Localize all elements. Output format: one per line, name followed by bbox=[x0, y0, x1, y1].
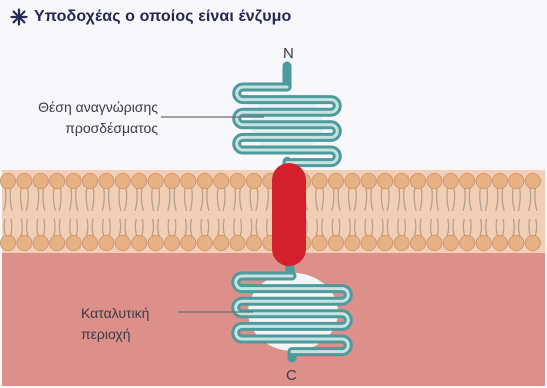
lipid-head bbox=[148, 173, 163, 188]
diagram-title: Υποδοχέας ο οποίος είναι ένζυμο bbox=[34, 8, 291, 26]
lipid-head bbox=[476, 173, 491, 188]
lipid-head bbox=[230, 235, 245, 250]
lipid-head bbox=[0, 235, 15, 250]
binding-site-label-line1: Θέση αναγνώρισης bbox=[38, 97, 158, 118]
lipid-head bbox=[197, 173, 212, 188]
lipid-head bbox=[82, 235, 97, 250]
lipid-head bbox=[17, 235, 32, 250]
lipid-head bbox=[50, 235, 65, 250]
lipid-head bbox=[492, 235, 507, 250]
binding-site-label-line2: προσδέσματος bbox=[38, 118, 158, 139]
lipid-head bbox=[246, 173, 261, 188]
lipid-head bbox=[328, 173, 343, 188]
lipid-head bbox=[410, 235, 425, 250]
lipid-head bbox=[476, 235, 491, 250]
lipid-head bbox=[246, 235, 261, 250]
lipid-head bbox=[525, 235, 540, 250]
catalytic-site-label-line1: Καταλυτική bbox=[81, 303, 149, 324]
lipid-head bbox=[50, 173, 65, 188]
lipid-head bbox=[312, 235, 327, 250]
lipid-head bbox=[115, 173, 130, 188]
lipid-head bbox=[33, 235, 48, 250]
transmembrane-helix bbox=[272, 163, 306, 266]
lipid-head bbox=[460, 173, 475, 188]
binding-site-label: Θέση αναγνώρισης προσδέσματος bbox=[38, 97, 158, 139]
catalytic-site-label: Καταλυτική περιοχή bbox=[81, 303, 149, 345]
lipid-head bbox=[443, 235, 458, 250]
lipid-head bbox=[99, 235, 114, 250]
lipid-head bbox=[181, 173, 196, 188]
lipid-head bbox=[427, 235, 442, 250]
lipid-head bbox=[345, 235, 360, 250]
catalytic-site-label-line2: περιοχή bbox=[81, 324, 149, 345]
c-terminus-label: C bbox=[286, 368, 297, 383]
lipid-head bbox=[181, 235, 196, 250]
lipid-head bbox=[378, 235, 393, 250]
lipid-head bbox=[312, 173, 327, 188]
lipid-head bbox=[132, 173, 147, 188]
lipid-head bbox=[132, 235, 147, 250]
extracellular-domain-coil-highlight bbox=[237, 87, 338, 163]
lipid-head bbox=[82, 173, 97, 188]
lipid-head bbox=[328, 235, 343, 250]
lipid-head bbox=[164, 173, 179, 188]
lipid-head bbox=[394, 235, 409, 250]
lipid-head bbox=[361, 173, 376, 188]
lipid-head bbox=[66, 235, 81, 250]
lipid-head bbox=[197, 235, 212, 250]
title-row: Υποδοχέας ο οποίος είναι ένζυμο bbox=[10, 5, 291, 29]
lipid-head bbox=[525, 173, 540, 188]
lipid-head bbox=[460, 235, 475, 250]
lipid-head bbox=[164, 235, 179, 250]
lipid-head bbox=[509, 235, 524, 250]
lipid-head bbox=[509, 173, 524, 188]
sunburst-icon bbox=[10, 8, 28, 26]
lipid-head bbox=[214, 235, 229, 250]
n-terminus-label: N bbox=[283, 46, 294, 61]
lipid-head bbox=[427, 173, 442, 188]
lipid-head bbox=[443, 173, 458, 188]
lipid-head bbox=[492, 173, 507, 188]
intracellular-domain-coil-highlight bbox=[236, 276, 349, 352]
lipid-head bbox=[17, 173, 32, 188]
lipid-head bbox=[214, 173, 229, 188]
lipid-head bbox=[148, 235, 163, 250]
lipid-head bbox=[33, 173, 48, 188]
lipid-head bbox=[394, 173, 409, 188]
lipid-head bbox=[0, 173, 15, 188]
lipid-head bbox=[410, 173, 425, 188]
lipid-head bbox=[66, 173, 81, 188]
lipid-head bbox=[361, 235, 376, 250]
lipid-head bbox=[99, 173, 114, 188]
lipid-head bbox=[230, 173, 245, 188]
lipid-head bbox=[115, 235, 130, 250]
lipid-head bbox=[345, 173, 360, 188]
lipid-head bbox=[378, 173, 393, 188]
